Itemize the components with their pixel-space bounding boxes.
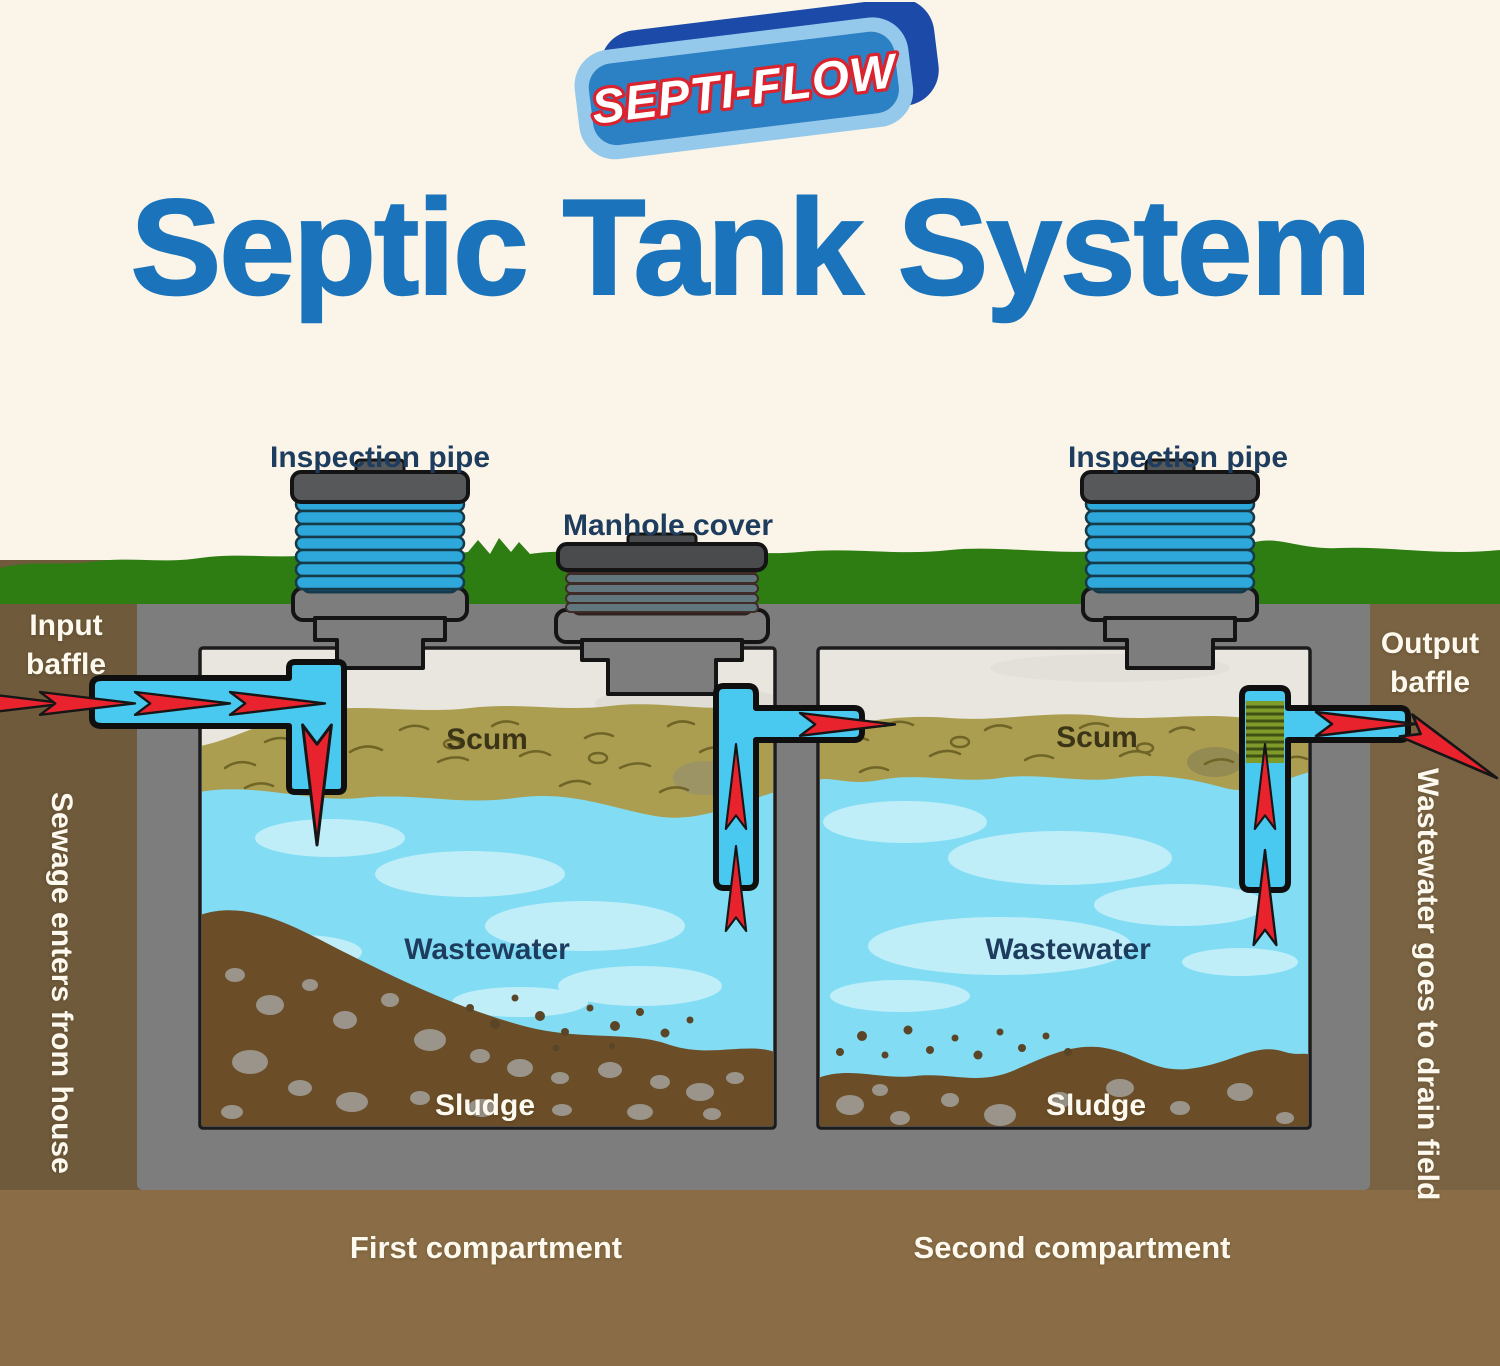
sludge-label-2: Sludge <box>1045 1089 1147 1122</box>
inspection-pipe-right-label: Inspection pipe <box>1067 441 1289 474</box>
manhole-cover-graphic <box>554 532 770 696</box>
inspection-pipe-right-graphic <box>1080 458 1260 670</box>
output-baffle-label: Output baffle <box>1380 627 1480 699</box>
compartment2-contents <box>820 654 1308 1126</box>
wastewater-label-2: Wastewater <box>985 933 1151 966</box>
scum-label-2: Scum <box>1056 721 1138 754</box>
manhole-cover-label: Manhole cover <box>562 509 774 542</box>
first-compartment-label: First compartment <box>349 1230 623 1265</box>
soil <box>0 560 1500 1366</box>
sludge-label-1: Sludge <box>434 1089 536 1122</box>
inspection-pipe-left-label: Inspection pipe <box>269 441 491 474</box>
wastewater-label-1: Wastewater <box>404 933 570 966</box>
logo-core <box>588 31 899 146</box>
input-baffle-label: Input baffle <box>25 609 107 681</box>
brand-logo: SEPTI-FLOW <box>540 0 970 177</box>
page-title: Septic Tank System <box>130 171 1373 323</box>
sewage-enters-label: Sewage enters from house <box>45 792 78 1174</box>
second-compartment-label: Second compartment <box>913 1230 1231 1265</box>
transfer-pipe <box>713 683 865 891</box>
scum-label-1: Scum <box>446 723 528 756</box>
inspection-pipe-left-graphic <box>290 458 470 670</box>
wastewater-drain-label: Wastewater goes to drain field <box>1411 768 1444 1201</box>
